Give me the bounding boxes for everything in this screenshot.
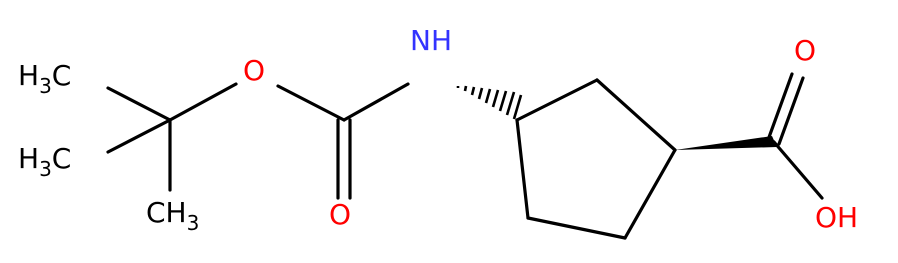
- methyl-top-label: H3C: [18, 59, 71, 98]
- bond-ester-oxygen-carbonyl: [276, 84, 346, 122]
- bond-acid-double-a: [766, 72, 794, 142]
- carbonyl-oxygen-acid-label: O: [794, 34, 816, 67]
- bond-ring-c3-c4: [623, 148, 677, 240]
- bond-acid-double-b: [777, 76, 805, 146]
- bond-ring-c5-c1: [515, 118, 530, 220]
- bond-acid-hydroxyl: [772, 140, 824, 200]
- bond-methyl-middle: [106, 118, 172, 154]
- bond-ring-c1-c2: [515, 78, 599, 122]
- carbonyl-oxygen-boc-label: O: [329, 198, 351, 231]
- bond-carbonyl-nitrogen: [342, 82, 410, 122]
- amine-label: NH: [410, 24, 452, 57]
- hydroxyl-label: OH: [815, 201, 858, 234]
- hashed-wedge-bond: [456, 85, 523, 120]
- solid-wedge-bond: [675, 136, 777, 150]
- ester-oxygen-label: O: [243, 54, 265, 87]
- methyl-middle-label: H3C: [18, 142, 71, 181]
- bond-quaternary-ester-oxygen: [168, 82, 238, 122]
- bond-ring-c4-c5: [526, 216, 627, 240]
- bond-ring-c2-c3: [595, 78, 677, 152]
- bond-methyl-top: [106, 86, 172, 122]
- methyl-bottom-label: CH3: [146, 196, 199, 235]
